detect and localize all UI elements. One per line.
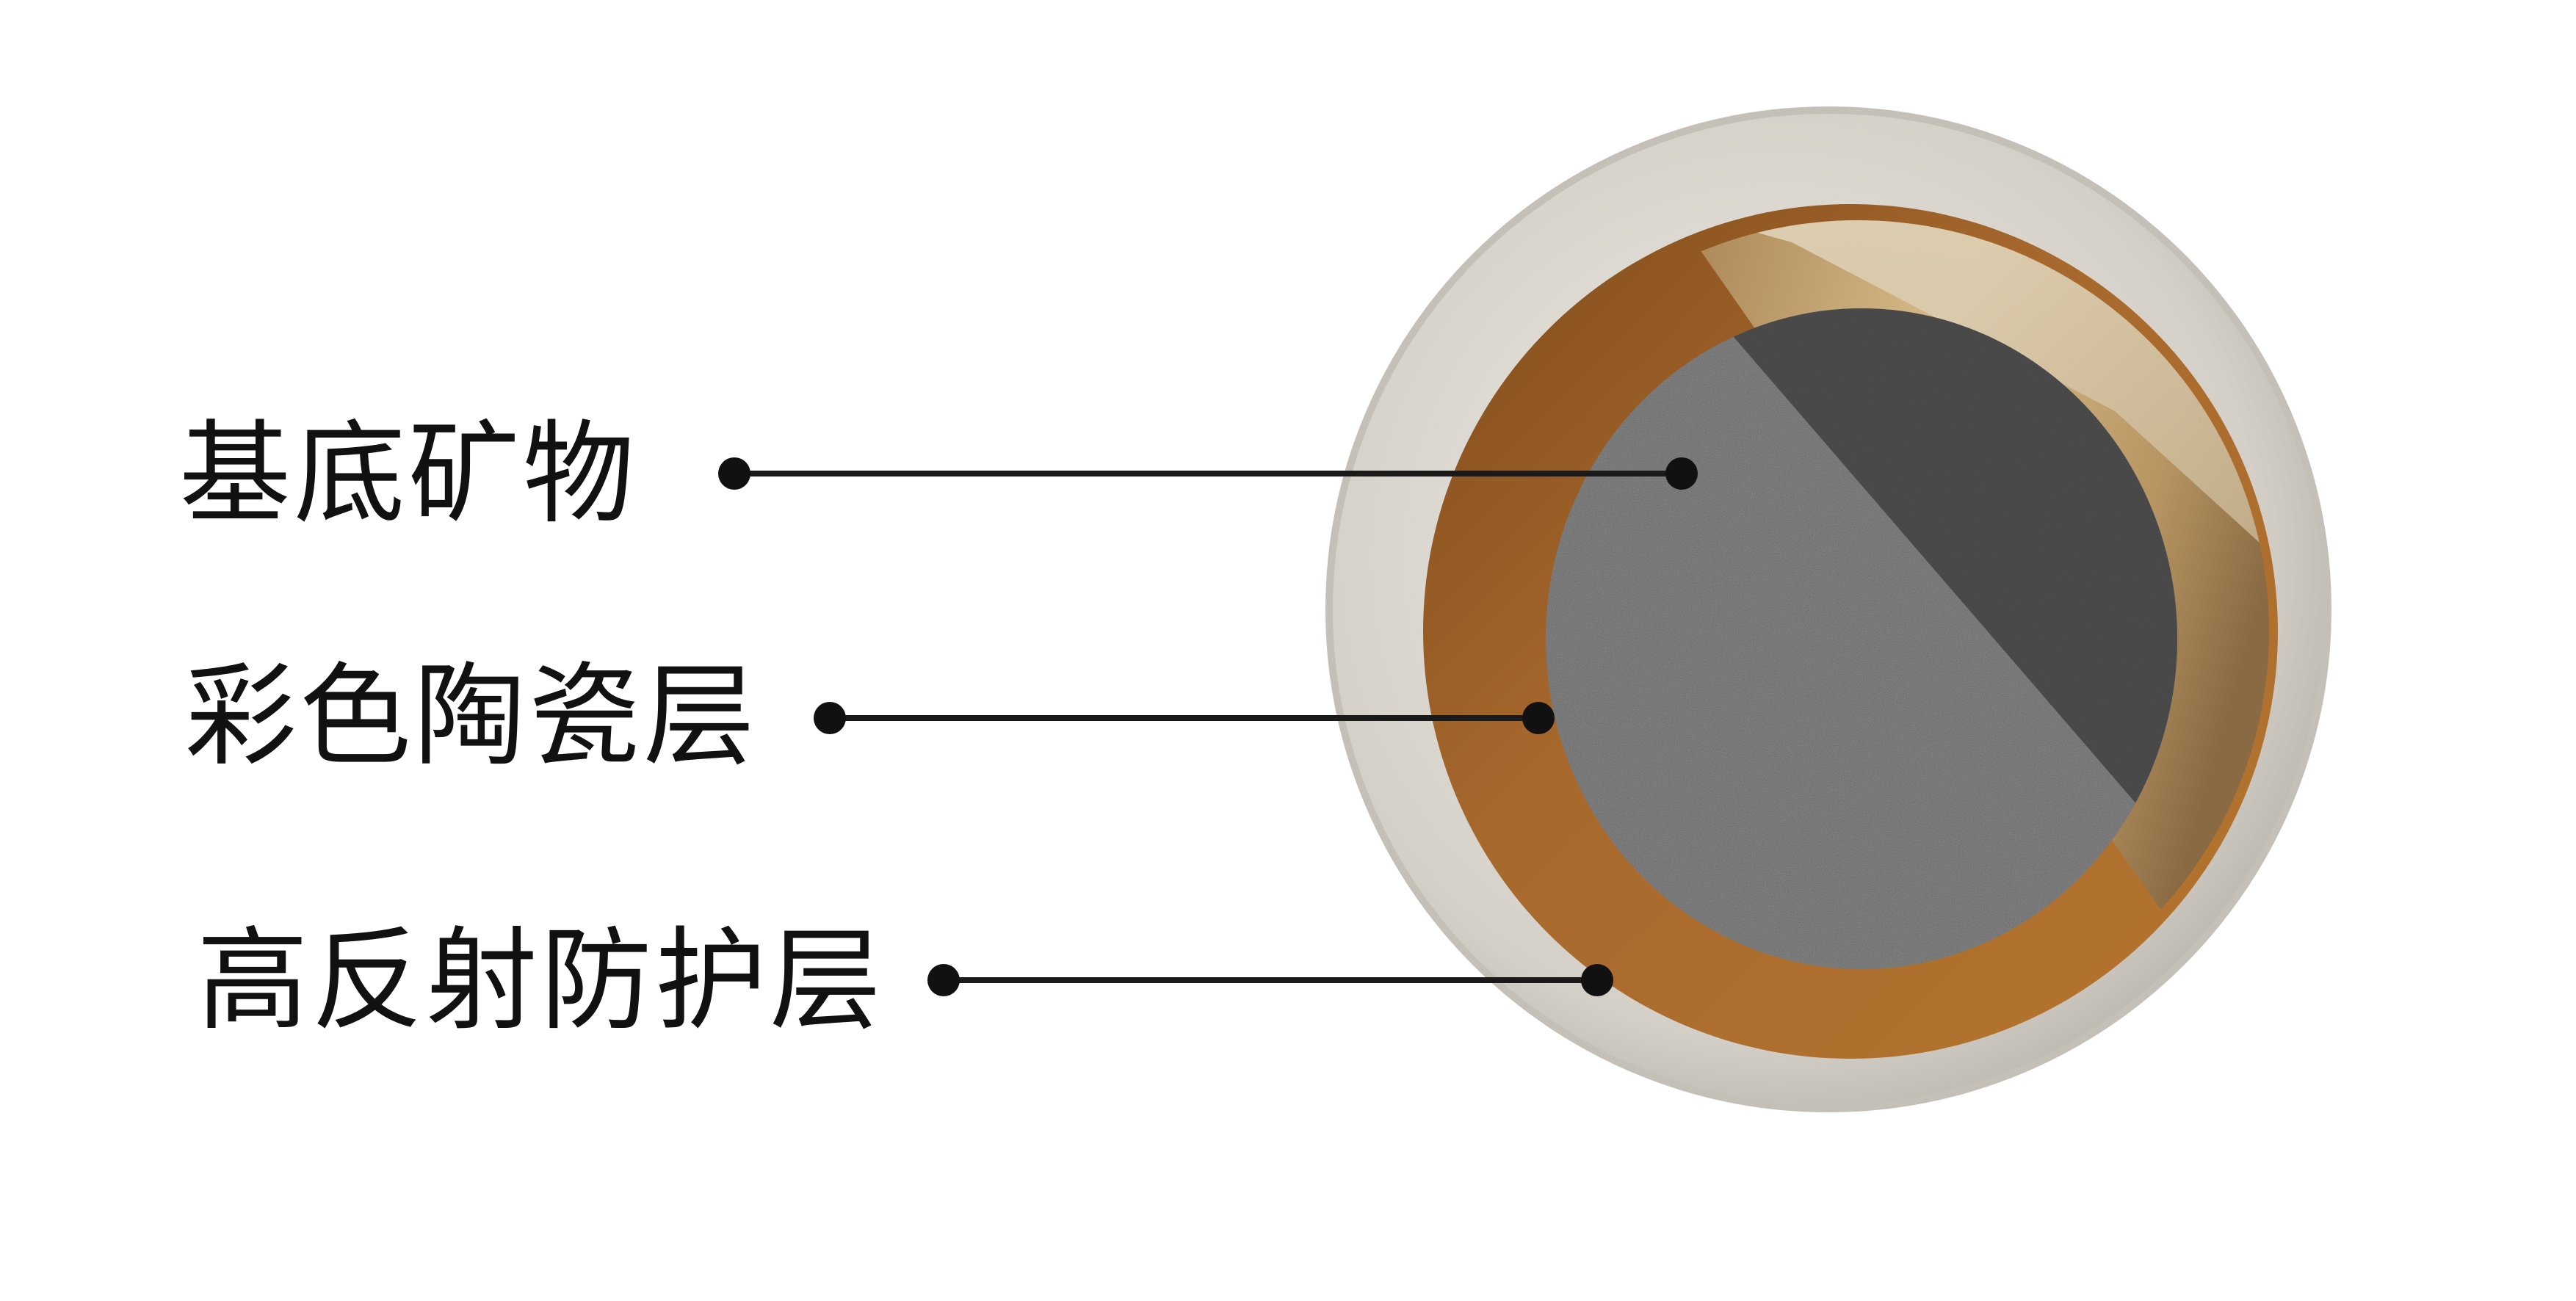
label-high-reflective-protective-layer: 高反射防护层 (197, 916, 884, 1045)
leader-line-ceramic (814, 702, 1555, 734)
leader-line-mineral (718, 457, 1698, 490)
leader-line-reflective (927, 964, 1613, 996)
label-colored-ceramic-layer: 彩色陶瓷层 (185, 651, 758, 781)
outer-shell-rim (1325, 106, 2331, 1112)
label-base-mineral: 基底矿物 (179, 409, 637, 539)
mineral-core-shadow (1696, 308, 2177, 881)
